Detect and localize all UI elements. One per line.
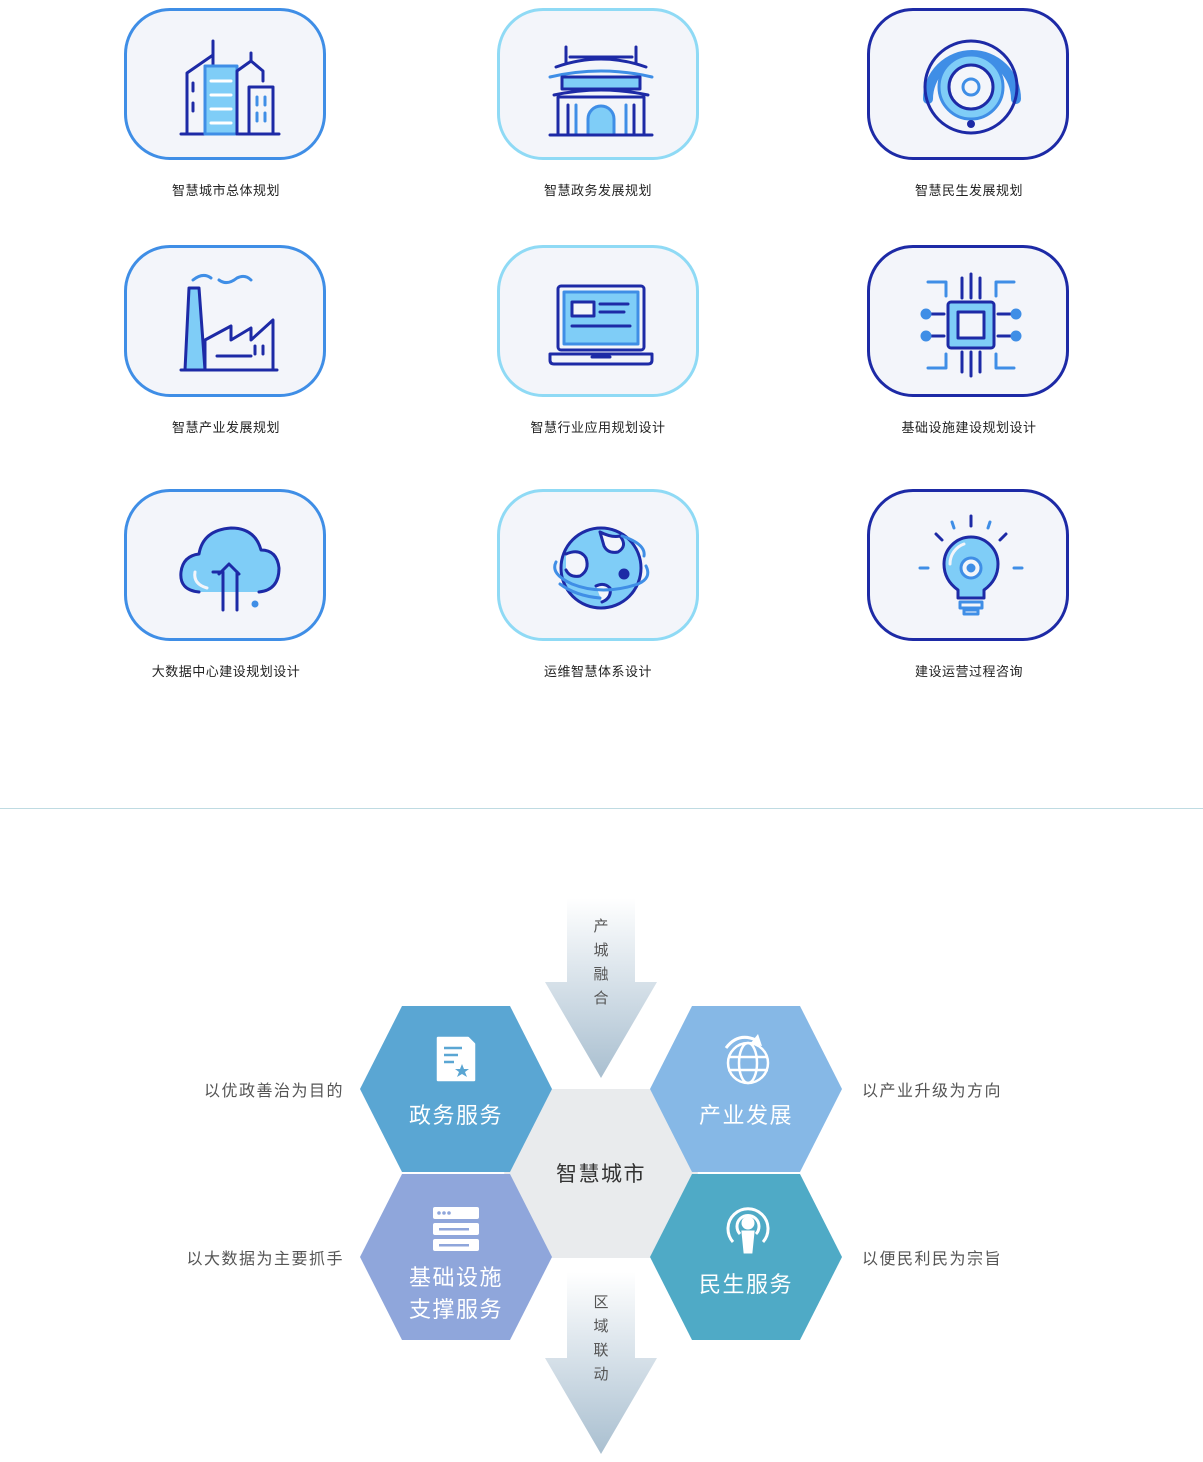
service-caption: 大数据中心建设规划设计 (151, 665, 301, 680)
service-tile-data-center[interactable] (124, 489, 326, 641)
industry-hex (650, 1006, 842, 1172)
top-arrow (545, 898, 657, 1078)
side-text-bottom-right: 以便民利民为宗旨 (862, 1249, 1003, 1268)
livelihood-hex-label: 民生服务 (651, 1270, 841, 1302)
service-caption: 智慧行业应用规划设计 (530, 421, 666, 436)
gov-hex (360, 1006, 552, 1172)
smart-city-diagram: 产 城 融 合 区 域 联 动 政务服务 产业发展 基础设施 支撑服务 民生服务… (0, 880, 1203, 1462)
top-arrow-char: 合 (593, 989, 609, 1007)
infra-hex (360, 1174, 552, 1340)
service-tile-industry[interactable] (124, 245, 326, 397)
city-buildings-icon (179, 39, 281, 136)
service-tile-industry-apps[interactable] (497, 245, 699, 397)
laptop-icon (548, 284, 654, 366)
section-divider (0, 808, 1203, 809)
side-text-bottom-left: 以大数据为主要抓手 (186, 1249, 344, 1268)
service-caption: 基础设施建设规划设计 (901, 421, 1037, 436)
service-caption: 智慧政务发展规划 (543, 184, 652, 199)
service-caption: 运维智慧体系设计 (543, 665, 652, 680)
livelihood-hex (650, 1174, 842, 1340)
bottom-arrow-char: 区 (593, 1293, 609, 1311)
cloud-upload-icon (179, 526, 281, 612)
bottom-arrow (545, 1272, 657, 1454)
server-icon (433, 1207, 479, 1251)
globe-arrow-icon (724, 1034, 770, 1085)
service-tile-livelihood[interactable] (867, 8, 1069, 160)
infra-label-line2: 支撑服务 (408, 1298, 503, 1323)
service-caption: 智慧民生发展规划 (914, 184, 1023, 199)
infra-hex-label: 基础设施 支撑服务 (361, 1263, 551, 1327)
side-text-top-right: 以产业升级为方向 (862, 1081, 1003, 1100)
service-tile-city-planning[interactable] (124, 8, 326, 160)
bottom-arrow-char: 联 (593, 1341, 609, 1359)
service-caption: 智慧城市总体规划 (171, 184, 280, 199)
gov-hex-label: 政务服务 (361, 1101, 551, 1133)
government-building-icon (548, 45, 654, 137)
industry-hex-label: 产业发展 (651, 1101, 841, 1133)
side-text-top-left: 以优政善治为目的 (203, 1081, 344, 1100)
center-hex (504, 1089, 698, 1258)
factory-icon (179, 273, 279, 372)
globe-icon (553, 526, 650, 610)
top-arrow-char: 城 (593, 941, 609, 959)
industry-label-line: 产业发展 (698, 1104, 793, 1129)
document-star-icon (436, 1036, 476, 1082)
top-arrow-char: 融 (593, 965, 609, 983)
chip-icon (920, 272, 1022, 378)
center-label: 智慧城市 (556, 1162, 646, 1186)
service-tile-government[interactable] (497, 8, 699, 160)
camera-lens-icon (923, 39, 1021, 135)
light-bulb-icon (918, 514, 1024, 616)
service-tile-consulting[interactable] (867, 489, 1069, 641)
service-grid: 智慧城市总体规划 智慧政务发展规划 (0, 0, 1203, 720)
service-tile-infrastructure[interactable] (867, 245, 1069, 397)
diagram-shapes (360, 898, 842, 1454)
top-arrow-text: 产 城 融 合 (586, 914, 616, 1010)
bottom-arrow-char: 动 (593, 1365, 609, 1383)
service-caption: 智慧产业发展规划 (171, 421, 280, 436)
infra-label-line1: 基础设施 (408, 1266, 503, 1291)
top-arrow-char: 产 (593, 917, 609, 935)
gov-label-line: 政务服务 (408, 1104, 503, 1129)
bottom-arrow-text: 区 域 联 动 (586, 1290, 616, 1386)
bottom-arrow-char: 域 (593, 1317, 609, 1335)
podcast-icon (726, 1207, 770, 1254)
service-tile-operations[interactable] (497, 489, 699, 641)
livelihood-label-line: 民生服务 (698, 1273, 793, 1298)
service-caption: 建设运营过程咨询 (914, 665, 1023, 680)
